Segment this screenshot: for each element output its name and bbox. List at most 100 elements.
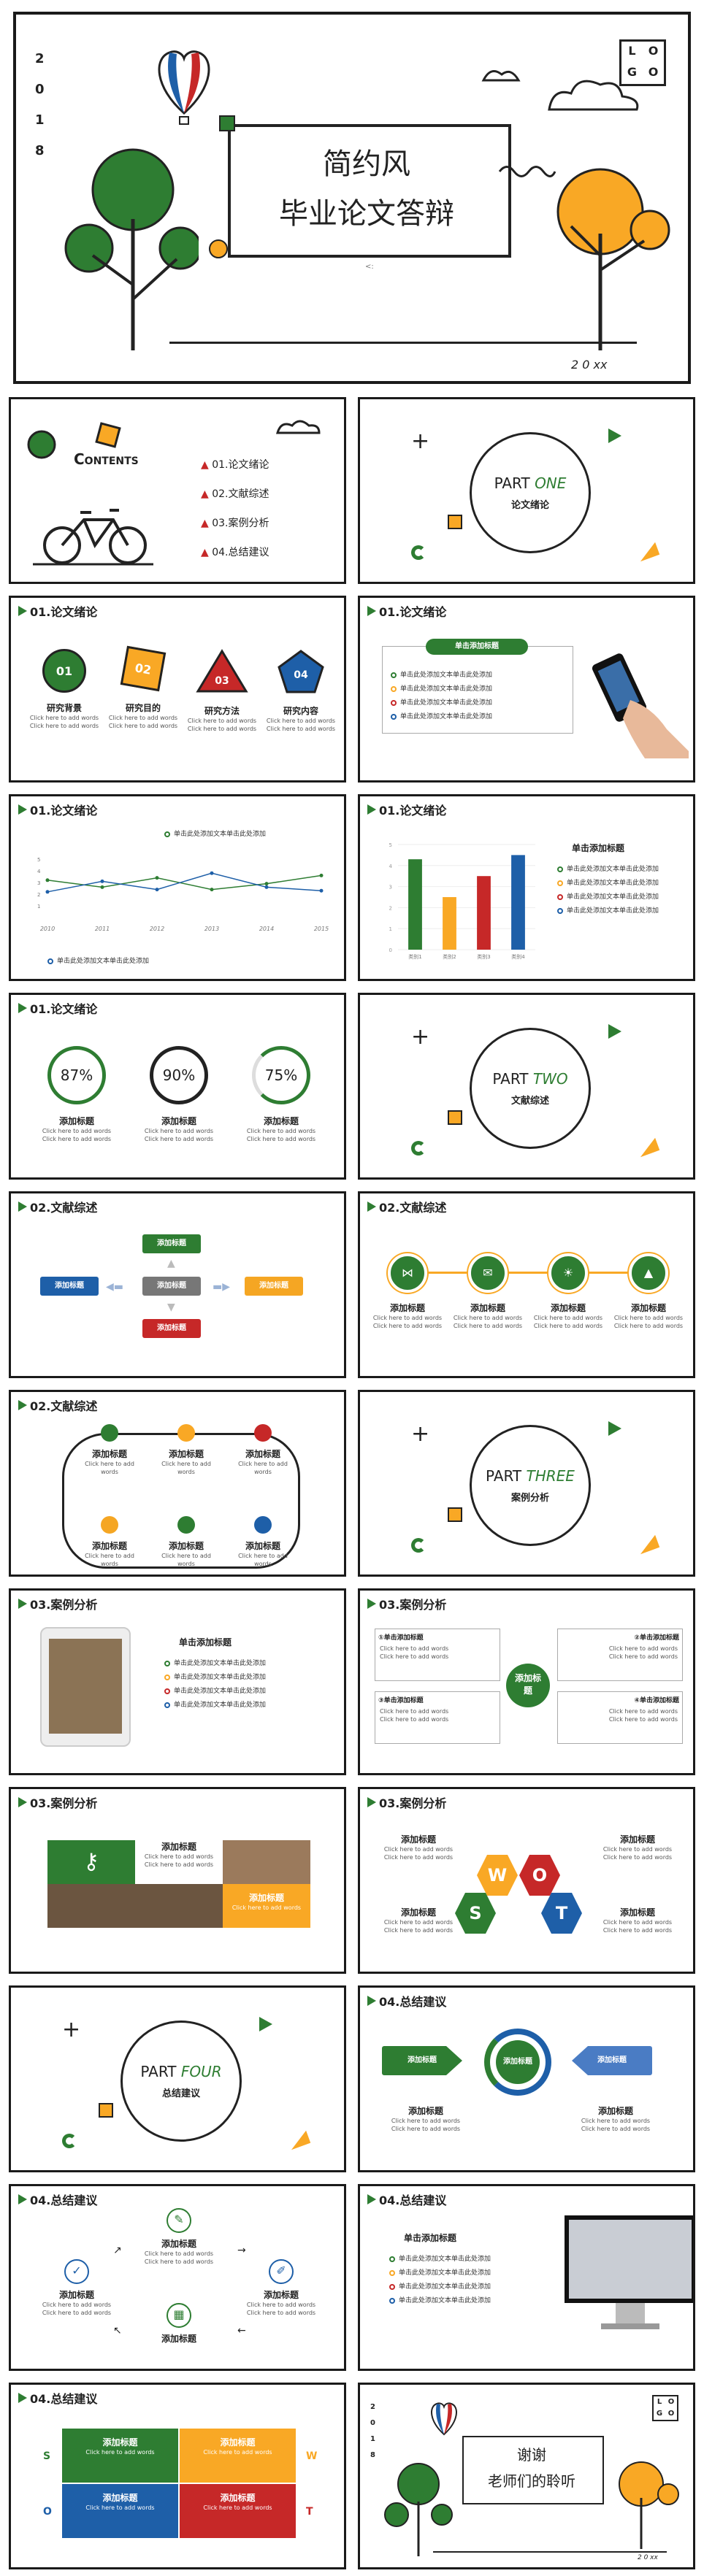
title-box <box>228 124 511 258</box>
triangle-icon <box>608 428 621 443</box>
hex-o[interactable]: O <box>519 1855 560 1896</box>
node-left[interactable]: 添加标题 <box>40 1277 99 1296</box>
phone-hand-icon <box>592 653 689 758</box>
bullet-list: 单击此处添加文本单击此处添加 单击此处添加文本单击此处添加 单击此处添加文本单击… <box>391 665 492 725</box>
arrow-icon: → <box>237 2245 246 2256</box>
slide-cross-diagram: 02.文献综述 添加标题 添加标题 添加标题 添加标题 添加标题 ◀▬ ▬▶ ▲… <box>9 1191 346 1378</box>
section-header: 03.案例分析 <box>367 1595 446 1612</box>
tablet-image <box>40 1627 131 1747</box>
section-header: 04.总结建议 <box>367 1992 446 2010</box>
node-center[interactable]: 添加标题 <box>142 1277 201 1296</box>
center-circle[interactable]: 添加标题 <box>506 1664 550 1707</box>
legend-1: 单击此处添加文本单击此处添加 <box>164 828 266 838</box>
y-tick-label: 3 <box>37 880 40 886</box>
center-ring <box>484 2029 551 2096</box>
loop-node-icon <box>177 1516 195 1534</box>
section-header: 01.论文绪论 <box>18 801 97 818</box>
letter-o: O <box>43 2506 52 2518</box>
y-tick-label: 2 <box>389 905 392 911</box>
bar <box>443 897 456 950</box>
section-header: 01.论文绪论 <box>367 801 446 818</box>
title-pill[interactable]: 单击添加标题 <box>426 639 528 655</box>
cover-title-2: 毕业论文答辩 <box>279 197 454 231</box>
cover-title-1: 简约风 <box>323 147 410 181</box>
y-tick-label: 3 <box>389 885 392 891</box>
slide-part-four: + PART FOUR 总结建议 <box>9 1985 346 2172</box>
node-right[interactable]: 添加标题 <box>245 1277 303 1296</box>
arrow-left-block[interactable]: 添加标题 <box>382 2046 462 2075</box>
tree-green-icon <box>384 2463 453 2556</box>
list-title: 单击添加标题 <box>572 843 625 853</box>
contents-item[interactable]: ▲ 03.案例分析 <box>201 518 269 529</box>
pen-icon: ✐ <box>269 2259 294 2284</box>
arrow-icon: ← <box>237 2325 246 2337</box>
plus-icon: + <box>411 1024 430 1050</box>
wave-decoration <box>498 166 556 177</box>
slide-contents: Contents ▲ 01.论文绪论 ▲ 02.文献综述 ▲ 03.案例分析 ▲… <box>9 397 346 584</box>
y-tick-label: 5 <box>37 857 40 863</box>
section-header: 02.文献综述 <box>18 1396 97 1414</box>
arrow-right-icon: ▬▶ <box>213 1281 230 1293</box>
bar <box>511 855 525 950</box>
node-top[interactable]: 添加标题 <box>142 1234 201 1253</box>
tree-yellow-icon <box>556 168 670 350</box>
ground-line <box>433 2551 667 2553</box>
x-tick-label: 2013 <box>204 926 219 932</box>
square-icon <box>448 1110 462 1125</box>
header-triangle-icon <box>18 606 27 616</box>
contents-list: ▲ 01.论文绪论 ▲ 02.文献综述 ▲ 03.案例分析 ▲ 04.总结建议 <box>201 450 269 567</box>
loop-node-icon <box>101 1424 118 1442</box>
contents-item[interactable]: ▲ 02.文献综述 <box>201 488 269 500</box>
section-header: 04.总结建议 <box>18 2389 97 2407</box>
triangle-yellow-icon <box>635 542 660 562</box>
hex-t[interactable]: T <box>541 1893 582 1934</box>
part-circle: PART TWO 文献综述 <box>470 1028 591 1149</box>
end-date: 2 0 xx <box>638 2554 658 2561</box>
triangle-yellow-icon <box>635 1534 660 1555</box>
map-icon: ▦ <box>167 2303 191 2328</box>
thanks-title: 谢谢 <box>517 2446 546 2464</box>
slide-part-three: + PART THREE 案例分析 <box>358 1390 695 1577</box>
bicycle-icon <box>33 509 153 566</box>
center-node[interactable]: 添加标题 <box>496 2040 540 2084</box>
node-bottom[interactable]: 添加标题 <box>142 1319 201 1338</box>
section-header: 01.论文绪论 <box>367 602 446 620</box>
ground-line <box>169 342 637 344</box>
x-tick-label: 2010 <box>40 926 55 932</box>
data-point <box>264 882 269 886</box>
section-header: 04.总结建议 <box>367 2191 446 2208</box>
arrow-right-block[interactable]: 添加标题 <box>572 2046 652 2075</box>
monitor-image <box>565 2215 693 2329</box>
hex-w[interactable]: W <box>477 1855 518 1896</box>
contents-item[interactable]: ▲ 01.论文绪论 <box>201 459 269 471</box>
thumb-icon: ✓ <box>64 2259 89 2284</box>
bar <box>477 876 491 950</box>
contents-item[interactable]: ▲ 04.总结建议 <box>201 547 269 558</box>
section-header: 01.论文绪论 <box>18 999 97 1017</box>
plus-icon: + <box>411 428 430 454</box>
